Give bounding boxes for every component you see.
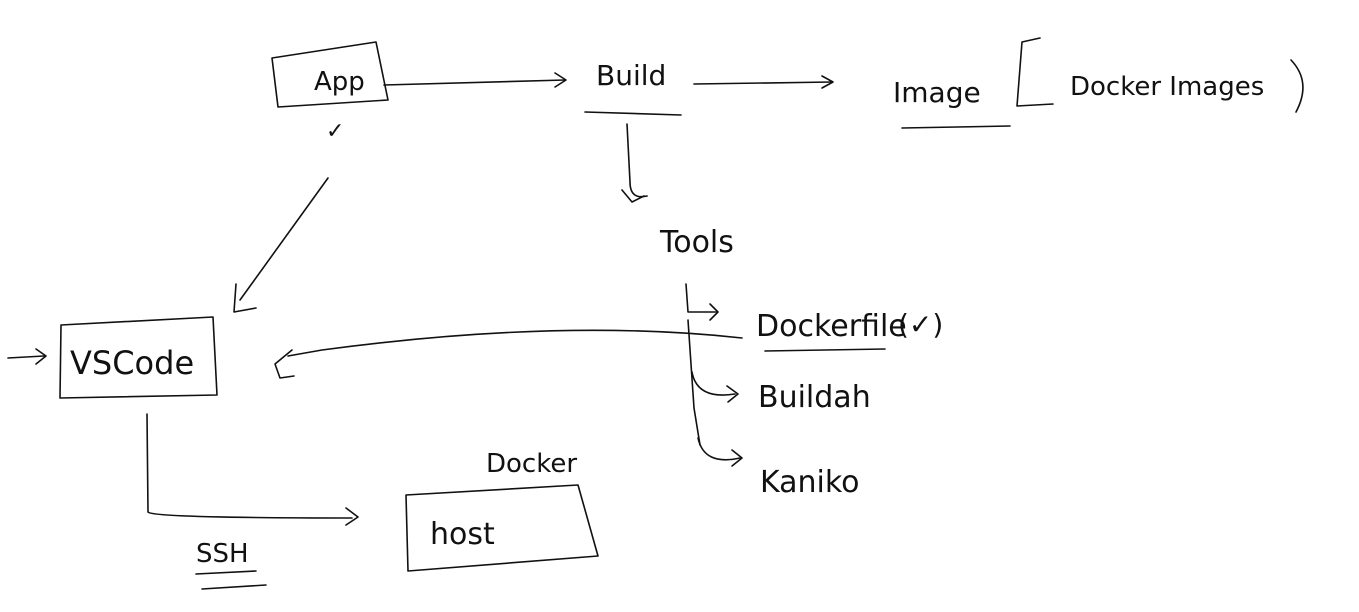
tools-node: Tools [659,225,734,260]
app-box [271,41,389,108]
ssh-node: SSH [195,539,267,590]
build-to-tools-arrow [621,123,648,203]
image-underline [901,125,1011,129]
ssh-underline-2 [201,584,267,590]
ssh-underline-1 [195,570,257,575]
left-bracket [1016,37,1054,107]
vscode-box [59,316,218,399]
tools-to-kaniko-arrow [697,437,743,467]
tools-branch-line [687,319,701,446]
dockerfile-check-icon: (✓) [898,308,943,341]
docker-label: Docker [486,449,577,479]
docker-images-label: Docker Images [1070,72,1264,102]
app-node: App ✓ [271,41,389,144]
buildah-label: Buildah [758,380,871,415]
app-to-vscode-arrow [233,177,329,313]
image-node: Image [893,76,1011,129]
kaniko-node: Kaniko [760,465,860,500]
ssh-label: SSH [196,539,249,569]
app-to-build-arrow [383,72,567,88]
tools-to-buildah-arrow [691,371,739,403]
tools-label: Tools [659,225,734,260]
app-label: App [314,67,365,97]
build-node: Build [584,59,682,116]
docker-images-note: Docker Images [1016,37,1304,113]
host-box [405,484,599,572]
vscode-node: VSCode [59,316,218,399]
vscode-to-host-arrow [146,413,359,526]
dockerfile-label: Dockerfile [756,309,907,344]
build-underline [584,111,682,116]
build-to-image-arrow [693,75,834,89]
image-label: Image [893,76,981,109]
buildah-node: Buildah [758,380,871,415]
dockerfile-node: Dockerfile (✓) [756,308,943,352]
tools-to-dockerfile-arrow [685,283,719,321]
dockerfile-to-vscode-arrow [274,329,743,379]
docker-host-node: Docker host [405,449,599,572]
kaniko-label: Kaniko [760,465,860,500]
incoming-arrow [7,348,47,365]
vscode-label: VSCode [70,344,194,382]
host-label: host [430,517,495,552]
dockerfile-underline [764,348,886,352]
right-paren [1290,59,1304,113]
app-check-icon: ✓ [326,119,344,144]
build-label: Build [596,59,666,92]
